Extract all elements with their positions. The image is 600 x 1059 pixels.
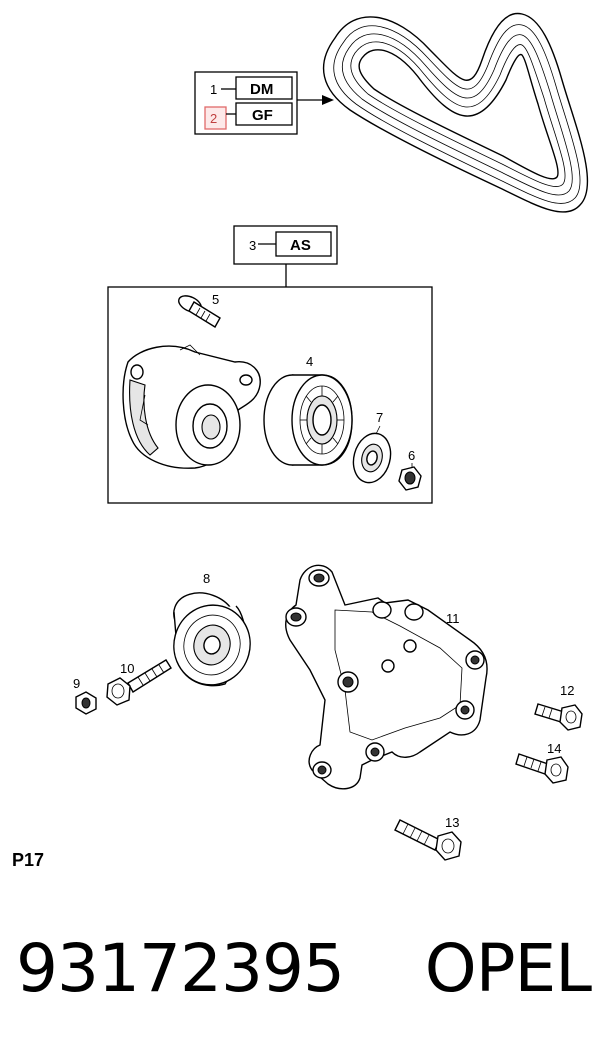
bolt-part-12 (534, 703, 583, 731)
bolt-part-5 (178, 295, 221, 328)
callout-14: 14 (547, 741, 561, 756)
legend-code-dm: DM (250, 81, 273, 98)
callout-8: 8 (203, 571, 210, 586)
washer-part-7 (352, 432, 392, 484)
legend-code-as: AS (290, 237, 311, 254)
legend-num-3: 3 (249, 238, 256, 253)
nut-part-6 (398, 466, 422, 491)
tensioner-assembly-frame (107, 286, 433, 504)
bolt-part-13 (394, 819, 462, 861)
callout-12: 12 (560, 683, 574, 698)
part-number: 93172395 (16, 930, 345, 1007)
legend-code-gf: GF (252, 107, 273, 124)
brand-name: OPEL (424, 930, 592, 1007)
v-belt-drawing (322, 12, 589, 213)
page-label: P17 (12, 850, 45, 870)
idler-pulley-part-4 (263, 374, 353, 466)
pulley-part-8 (173, 592, 251, 687)
bolt-part-10 (106, 659, 172, 706)
arrow-head (322, 95, 334, 105)
legend-dm-gf: 1 DM 2 GF (194, 71, 334, 135)
callout-7: 7 (376, 410, 383, 425)
callout-11: 11 (446, 611, 460, 626)
legend-num-1: 1 (210, 82, 217, 97)
callout-9: 9 (73, 676, 80, 691)
nut-part-9 (75, 691, 97, 715)
highlight-box (204, 106, 227, 130)
bolt-part-14 (515, 753, 569, 784)
bracket-part-11 (285, 564, 488, 790)
callout-5: 5 (212, 292, 219, 307)
callout-4: 4 (306, 354, 313, 369)
legend-num-2: 2 (210, 111, 217, 126)
footer: 93172395 OPEL (16, 930, 592, 1007)
callout-10: 10 (120, 661, 134, 676)
tensioner-body (122, 344, 261, 469)
callout-13: 13 (445, 815, 459, 830)
legend-as: 3 AS (233, 225, 338, 287)
callout-6: 6 (408, 448, 415, 463)
